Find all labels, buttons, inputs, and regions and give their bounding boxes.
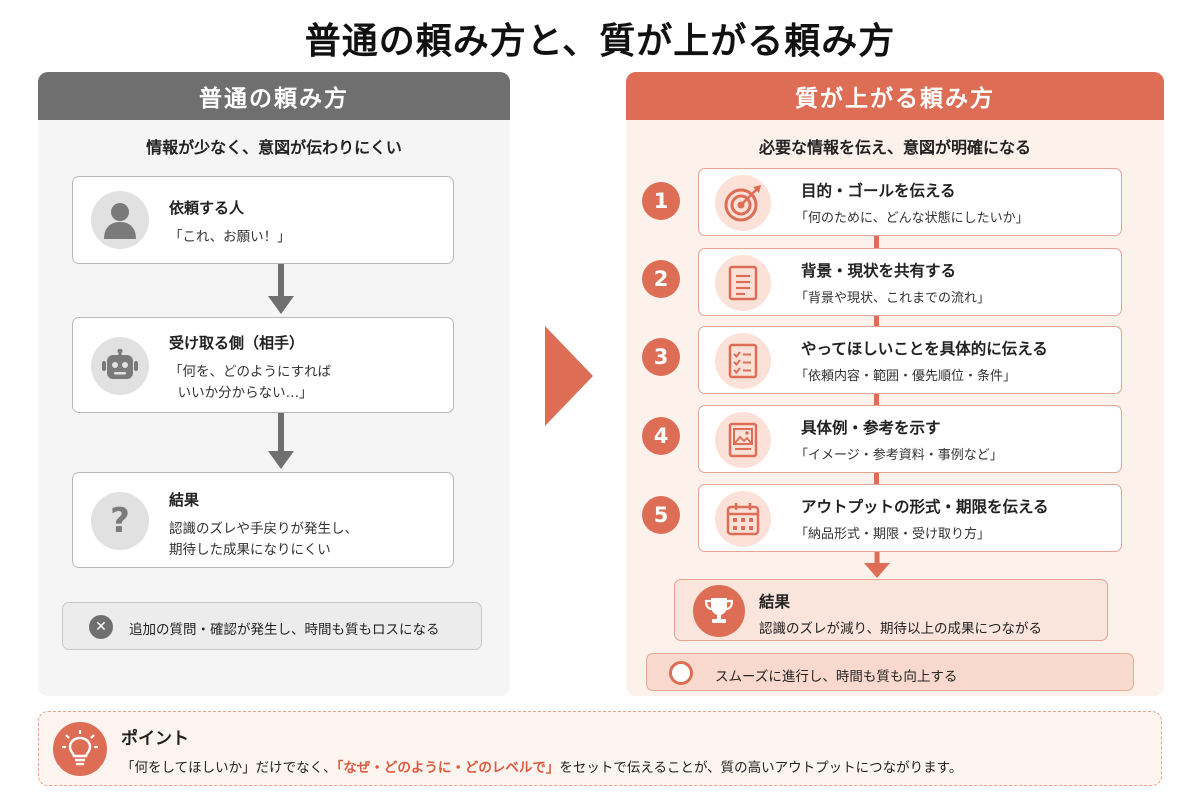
step-card-goal: 目的・ゴールを伝える 「何のために、どんな状態にしたいか」 — [698, 168, 1122, 236]
receiver-title: 受け取る側（相手） — [169, 334, 305, 352]
trophy-icon — [693, 585, 745, 637]
step-title: 具体例・参考を示す — [801, 419, 941, 437]
better-panel-subtitle: 必要な情報を伝え、意図が明確になる — [758, 138, 1031, 157]
step-text: 「何のために、どんな状態にしたいか」 — [795, 211, 1029, 226]
requester-title: 依頼する人 — [169, 199, 245, 217]
connector-line — [874, 235, 879, 249]
step-title: 背景・現状を共有する — [801, 262, 957, 280]
step-number: 2 — [642, 260, 680, 298]
page-title: 普通の頼み方と、質が上がる頼み方 — [304, 21, 896, 62]
point-highlight: 「なぜ・どのように・どのレベルで」 — [336, 760, 560, 776]
close-icon: ✕ — [89, 615, 113, 639]
step-card-format: アウトプットの形式・期限を伝える 「納品形式・期限・受け取り方」 — [698, 484, 1122, 552]
target-icon — [715, 175, 771, 231]
ordinary-result-title: 結果 — [169, 491, 200, 509]
person-icon — [91, 191, 149, 249]
connector-line — [874, 315, 879, 327]
receiver-card: 受け取る側（相手） 「何を、どのようにすれば いいか分からない…」 — [72, 317, 454, 413]
down-arrow-icon — [268, 264, 294, 314]
step-title: やってほしいことを具体的に伝える — [801, 340, 1048, 358]
better-result-title: 結果 — [759, 593, 791, 611]
better-panel-header: 質が上がる頼み方 — [626, 72, 1164, 120]
receiver-text: 「何を、どのようにすれば いいか分からない…」 — [169, 364, 332, 401]
step-text: 「依頼内容・範囲・優先順位・条件」 — [795, 369, 1017, 384]
image-icon — [715, 412, 771, 468]
transition-arrow-icon — [545, 326, 593, 426]
requester-card: 依頼する人 「これ、お願い！」 — [72, 176, 454, 264]
step-number: 1 — [642, 182, 680, 220]
step-text: 「イメージ・参考資料・事例など」 — [795, 448, 1003, 463]
ordinary-panel-subtitle: 情報が少なく、意図が伝わりにくい — [146, 138, 402, 157]
better-result-text: 認識のズレが減り、期待以上の成果につながる — [759, 621, 1042, 637]
point-text-after: をセットで伝えることが、質の高いアウトプットにつながります。 — [559, 760, 963, 776]
point-title: ポイント — [121, 729, 189, 749]
connector-line — [874, 472, 879, 484]
better-result-card: 結果 認識のズレが減り、期待以上の成果につながる — [674, 579, 1108, 641]
lightbulb-icon — [53, 722, 107, 776]
checklist-icon — [715, 333, 771, 389]
down-arrow-icon — [864, 551, 890, 578]
circle-icon — [669, 661, 693, 685]
point-box: ポイント 「何をしてほしいか」だけでなく、「なぜ・どのように・どのレベルで」をセ… — [38, 711, 1162, 786]
ordinary-result-text: 認識のズレや手戻りが発生し、 期待した成果になりにくい — [169, 521, 358, 558]
ordinary-outcome-text: 追加の質問・確認が発生し、時間も質もロスになる — [129, 622, 440, 638]
step-text: 「納品形式・期限・受け取り方」 — [795, 527, 991, 542]
connector-line — [874, 393, 879, 405]
point-text-before: 「何をしてほしいか」だけでなく、 — [121, 760, 337, 776]
step-card-details: やってほしいことを具体的に伝える 「依頼内容・範囲・優先順位・条件」 — [698, 326, 1122, 394]
better-outcome-text: スムーズに進行し、時間も質も向上する — [715, 669, 958, 685]
down-arrow-icon — [268, 413, 294, 469]
step-title: アウトプットの形式・期限を伝える — [801, 498, 1049, 516]
step-number: 3 — [642, 338, 680, 376]
step-card-background: 背景・現状を共有する 「背景や現状、これまでの流れ」 — [698, 248, 1122, 316]
robot-icon — [91, 337, 149, 395]
step-number: 4 — [642, 417, 680, 455]
calendar-icon — [715, 491, 771, 547]
better-outcome: スムーズに進行し、時間も質も向上する — [646, 653, 1134, 691]
document-icon — [715, 255, 771, 311]
ordinary-result-card: ? 結果 認識のズレや手戻りが発生し、 期待した成果になりにくい — [72, 472, 454, 568]
step-text: 「背景や現状、これまでの流れ」 — [795, 291, 991, 306]
question-icon: ? — [91, 492, 149, 550]
requester-text: 「これ、お願い！」 — [169, 229, 291, 245]
step-title: 目的・ゴールを伝える — [801, 182, 956, 200]
ordinary-panel-header: 普通の頼み方 — [38, 72, 510, 120]
point-text: 「何をしてほしいか」だけでなく、「なぜ・どのように・どのレベルで」をセットで伝え… — [121, 756, 962, 776]
ordinary-outcome: ✕ 追加の質問・確認が発生し、時間も質もロスになる — [62, 602, 482, 650]
step-number: 5 — [642, 496, 680, 534]
step-card-examples: 具体例・参考を示す 「イメージ・参考資料・事例など」 — [698, 405, 1122, 473]
